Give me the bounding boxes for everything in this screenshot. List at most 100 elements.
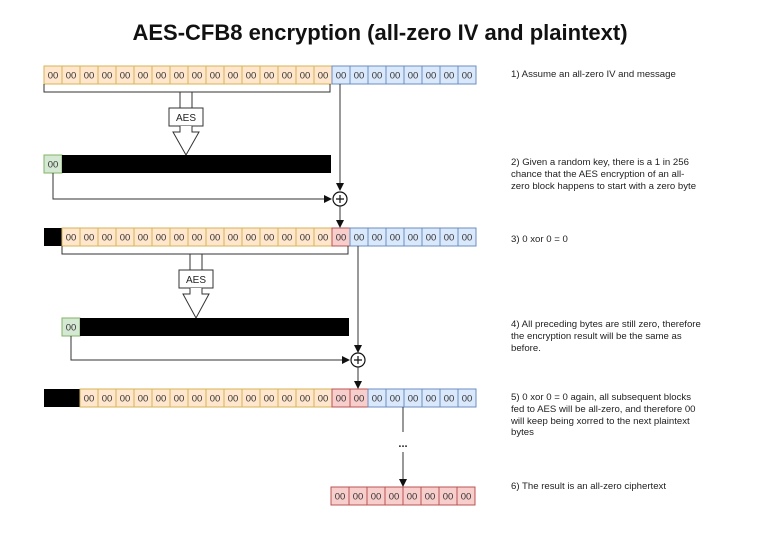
byte-label: 00 bbox=[371, 492, 382, 503]
byte-label: 00 bbox=[102, 233, 113, 244]
byte-label: 00 bbox=[389, 492, 400, 503]
byte-label: 00 bbox=[246, 394, 257, 405]
keystream-wire bbox=[70, 336, 350, 364]
byte-label: 00 bbox=[300, 394, 311, 405]
blue-byte-cell bbox=[457, 388, 477, 408]
byte-label: 00 bbox=[336, 71, 347, 82]
byte-label: 00 bbox=[102, 394, 113, 405]
byte-label: 00 bbox=[426, 71, 437, 82]
byte-label: 00 bbox=[120, 71, 131, 82]
byte-label: 00 bbox=[318, 394, 329, 405]
key-stream-block bbox=[44, 228, 62, 246]
byte-label: 00 bbox=[282, 233, 293, 244]
byte-label: 00 bbox=[120, 233, 131, 244]
byte-label: 00 bbox=[174, 71, 185, 82]
key-stream-block bbox=[44, 389, 80, 407]
byte-label: 00 bbox=[48, 71, 59, 82]
byte-label: 00 bbox=[318, 233, 329, 244]
byte-label: 00 bbox=[66, 233, 77, 244]
red-byte-cell bbox=[456, 486, 476, 506]
byte-label: 00 bbox=[282, 394, 293, 405]
byte-label: 00 bbox=[192, 71, 203, 82]
byte-label: 00 bbox=[390, 71, 401, 82]
byte-label: 00 bbox=[156, 71, 167, 82]
byte-label: 00 bbox=[174, 233, 185, 244]
byte-label: 00 bbox=[335, 492, 346, 503]
byte-label: 00 bbox=[443, 492, 454, 503]
byte-label: 00 bbox=[192, 394, 203, 405]
byte-label: 00 bbox=[426, 233, 437, 244]
byte-label: 00 bbox=[372, 394, 383, 405]
byte-label: 00 bbox=[264, 71, 275, 82]
byte-label: 00 bbox=[300, 233, 311, 244]
byte-label: 00 bbox=[408, 71, 419, 82]
byte-label: 00 bbox=[264, 394, 275, 405]
byte-label: 00 bbox=[354, 233, 365, 244]
aes-output-arrow bbox=[172, 126, 200, 157]
byte-label: 00 bbox=[390, 233, 401, 244]
byte-label: 00 bbox=[210, 71, 221, 82]
byte-label: 00 bbox=[138, 233, 149, 244]
byte-label: 00 bbox=[372, 233, 383, 244]
xor-plus bbox=[354, 356, 362, 364]
shift-register-bracket bbox=[43, 84, 331, 93]
byte-label: 00 bbox=[336, 394, 347, 405]
byte-label: 00 bbox=[138, 394, 149, 405]
note-step-4: 4) All preceding bytes are still zero, t… bbox=[511, 319, 701, 354]
byte-label: 00 bbox=[444, 71, 455, 82]
aes-label: AES bbox=[186, 275, 206, 286]
byte-label: 00 bbox=[84, 233, 95, 244]
byte-label: 00 bbox=[444, 394, 455, 405]
shift-register-bracket bbox=[61, 246, 349, 255]
byte-label: 00 bbox=[156, 233, 167, 244]
byte-label: 00 bbox=[120, 394, 131, 405]
aes-output-rest bbox=[62, 155, 331, 173]
byte-label: 00 bbox=[390, 394, 401, 405]
diagram-title: AES-CFB8 encryption (all-zero IV and pla… bbox=[132, 20, 628, 45]
byte-label: 00 bbox=[408, 233, 419, 244]
byte-label: 00 bbox=[354, 71, 365, 82]
byte-label: 00 bbox=[102, 71, 113, 82]
blue-byte-cell bbox=[457, 227, 477, 247]
byte-label: 00 bbox=[354, 394, 365, 405]
byte-label: 00 bbox=[192, 233, 203, 244]
byte-label: 00 bbox=[84, 71, 95, 82]
aes-output-rest bbox=[80, 318, 349, 336]
byte-label: 00 bbox=[461, 492, 472, 503]
byte-label: 00 bbox=[210, 233, 221, 244]
byte-label: 00 bbox=[425, 492, 436, 503]
keystream-wire bbox=[52, 173, 332, 203]
byte-label: 00 bbox=[336, 233, 347, 244]
blue-byte-cell bbox=[457, 65, 477, 85]
byte-label: 00 bbox=[66, 71, 77, 82]
byte-label: 00 bbox=[444, 233, 455, 244]
aes-input-arrow bbox=[179, 91, 193, 109]
byte-label: 00 bbox=[228, 233, 239, 244]
byte-label: 00 bbox=[66, 323, 77, 334]
byte-label: 00 bbox=[426, 394, 437, 405]
byte-label: 00 bbox=[48, 160, 59, 171]
aes-label: AES bbox=[176, 113, 196, 124]
aes-output-arrow bbox=[182, 288, 210, 320]
byte-label: 00 bbox=[246, 71, 257, 82]
note-step-3: 3) 0 xor 0 = 0 bbox=[511, 234, 568, 245]
xor-plus bbox=[336, 195, 344, 203]
byte-label: 00 bbox=[300, 71, 311, 82]
byte-label: 00 bbox=[408, 394, 419, 405]
aes-input-arrow bbox=[189, 253, 203, 271]
note-step-2: 2) Given a random key, there is a 1 in 2… bbox=[511, 157, 697, 192]
byte-label: 00 bbox=[210, 394, 221, 405]
byte-label: 00 bbox=[156, 394, 167, 405]
byte-label: 00 bbox=[462, 71, 473, 82]
byte-label: 00 bbox=[228, 71, 239, 82]
byte-label: 00 bbox=[407, 492, 418, 503]
byte-label: 00 bbox=[84, 394, 95, 405]
byte-label: 00 bbox=[264, 233, 275, 244]
byte-label: 00 bbox=[318, 71, 329, 82]
byte-label: 00 bbox=[462, 233, 473, 244]
byte-label: 00 bbox=[372, 71, 383, 82]
ellipsis: ... bbox=[398, 438, 407, 450]
note-step-6: 6) The result is an all-zero ciphertext bbox=[511, 481, 666, 492]
byte-label: 00 bbox=[174, 394, 185, 405]
